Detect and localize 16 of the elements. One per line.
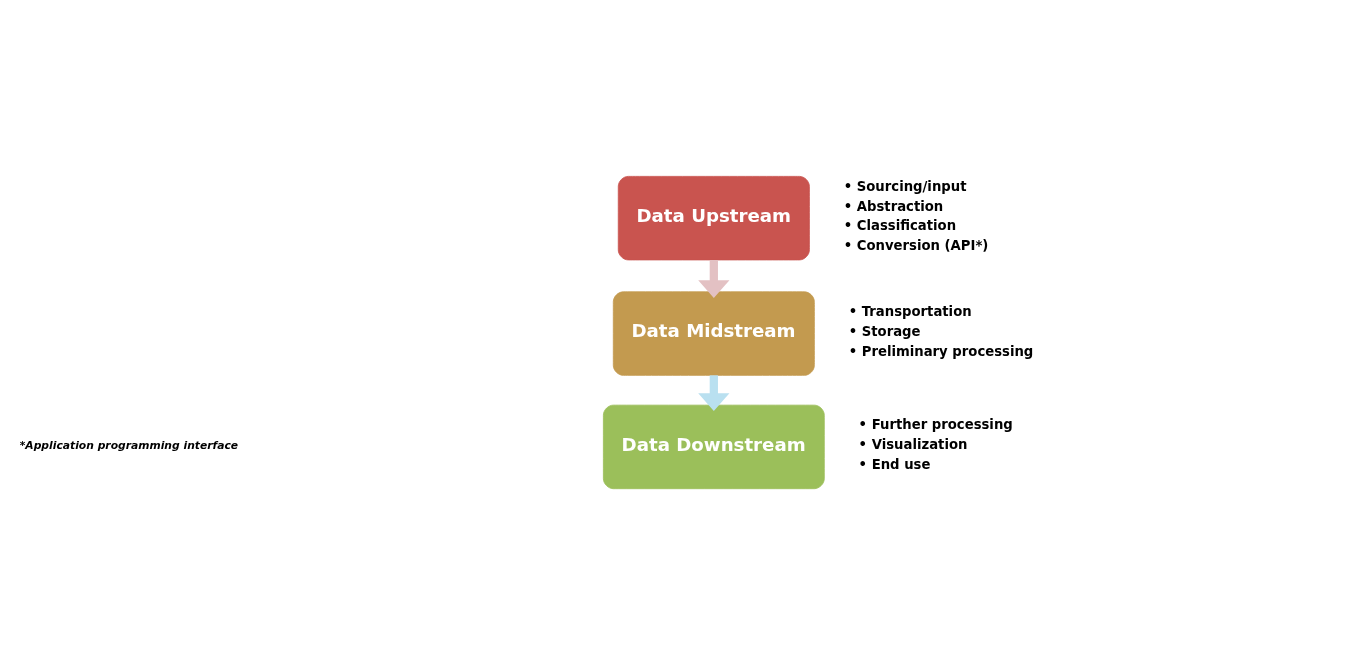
node-box: Data Midstream — [612, 290, 815, 376]
node-label: • Conversion (API*) — [843, 237, 989, 253]
arrow — [698, 259, 730, 298]
node-label: • Visualization — [858, 436, 968, 452]
arrow — [698, 374, 730, 411]
node-label: • Sourcing/input — [843, 178, 967, 194]
node-box: Data Upstream — [617, 175, 810, 260]
label: *Application programming interface — [19, 438, 239, 452]
node-label: • Preliminary processing — [848, 343, 1034, 359]
node-label: • Further processing — [858, 416, 1013, 432]
node-label: • End use — [858, 456, 931, 472]
node-label: • Storage — [848, 323, 921, 339]
node-label: • Abstraction — [843, 198, 944, 214]
node-box: Data Downstream — [602, 404, 825, 489]
node-label: • Classification — [843, 217, 957, 233]
node-label: • Transportation — [848, 303, 972, 319]
